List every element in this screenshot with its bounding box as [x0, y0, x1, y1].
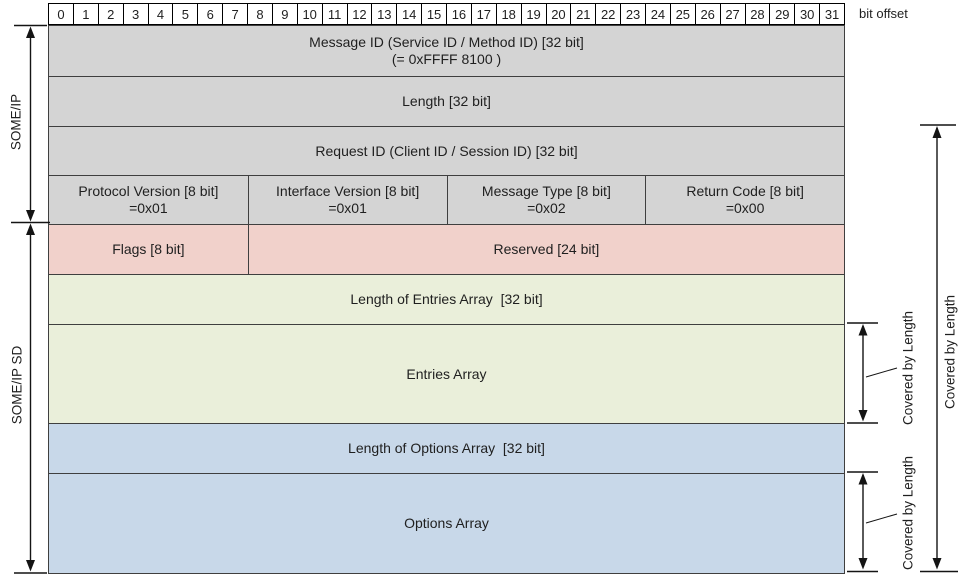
entries-array-length-label: Length of Entries Array [32 bit] [350, 291, 543, 307]
options-array-label: Options Array [404, 515, 489, 531]
bit-offset-cell: 3 [123, 3, 149, 25]
field-entries-array: Entries Array [49, 324, 844, 423]
field-interface-version: Interface Version [8 bit] =0x01 [247, 176, 447, 224]
bit-offset-cell: 10 [297, 3, 323, 25]
bit-offset-cell: 7 [223, 3, 248, 25]
bit-offset-cell: 16 [447, 3, 472, 25]
length-label: Length [32 bit] [402, 93, 491, 109]
bit-offset-cell: 8 [248, 3, 273, 25]
message-type-label: Message Type [8 bit] [481, 183, 611, 199]
message-type-value: =0x02 [527, 200, 566, 216]
bit-offset-cell: 15 [422, 3, 447, 25]
field-request-id: Request ID (Client ID / Session ID) [32 … [49, 126, 844, 175]
field-reserved: Reserved [24 bit] [247, 225, 844, 274]
covered-by-length-entries-arrow [847, 322, 898, 424]
message-id-label: Message ID (Service ID / Method ID) [32 … [309, 34, 584, 50]
flags-label: Flags [8 bit] [112, 241, 185, 257]
bit-offset-cell: 21 [571, 3, 597, 25]
covered-by-length-entries-label: Covered by Length [900, 310, 916, 426]
bit-offset-cell: 25 [670, 3, 696, 25]
field-protocol-version: Protocol Version [8 bit] =0x01 [49, 176, 248, 224]
protocol-version-value: =0x01 [129, 200, 168, 216]
bit-offset-cell: 5 [173, 3, 199, 25]
bit-offset-cell: 27 [720, 3, 746, 25]
message-id-value: (= 0xFFFF 8100 ) [391, 51, 502, 67]
covered-by-length-options-arrow [847, 471, 898, 573]
request-id-label: Request ID (Client ID / Session ID) [32 … [315, 142, 578, 159]
interface-version-value: =0x01 [328, 200, 367, 216]
field-version-row: Protocol Version [8 bit] =0x01 Interface… [49, 175, 844, 224]
bit-offset-cell: 19 [521, 3, 547, 25]
bit-offset-cell: 6 [198, 3, 224, 25]
bit-offset-cell: 1 [73, 3, 99, 25]
bit-offset-cell: 17 [471, 3, 497, 25]
field-message-id: Message ID (Service ID / Method ID) [32 … [49, 26, 844, 76]
bit-offset-cell: 13 [372, 3, 398, 25]
options-array-length-label: Length of Options Array [32 bit] [348, 440, 545, 456]
bit-offset-cell: 31 [820, 3, 845, 25]
field-flags: Flags [8 bit] [49, 225, 248, 274]
field-entries-array-length: Length of Entries Array [32 bit] [49, 274, 844, 324]
bit-offset-cell: 12 [347, 3, 373, 25]
bit-offset-cell: 20 [546, 3, 572, 25]
bit-offset-cell: 26 [695, 3, 721, 25]
interface-version-label: Interface Version [8 bit] [276, 183, 420, 199]
bit-offset-cell: 23 [621, 3, 646, 25]
bit-offset-cell: 9 [272, 3, 298, 25]
bit-offset-cell: 30 [795, 3, 821, 25]
someip-section-label: SOME/IP [8, 93, 24, 151]
reserved-label: Reserved [24 bit] [493, 241, 600, 257]
field-return-code: Return Code [8 bit] =0x00 [645, 176, 844, 224]
return-code-value: =0x00 [725, 200, 765, 216]
field-options-array: Options Array [49, 473, 844, 573]
field-length: Length [32 bit] [49, 76, 844, 126]
bit-offset-cell: 28 [745, 3, 771, 25]
bit-offset-cell: 2 [98, 3, 124, 25]
bit-offset-cell: 0 [48, 3, 74, 25]
bit-offset-cell: 22 [596, 3, 622, 25]
bit-offset-cell: 11 [322, 3, 348, 25]
field-message-type: Message Type [8 bit] =0x02 [446, 176, 646, 224]
field-options-array-length: Length of Options Array [32 bit] [49, 423, 844, 473]
packet-table: Message ID (Service ID / Method ID) [32 … [48, 25, 845, 574]
bit-offset-cell: 24 [646, 3, 671, 25]
covered-by-length-total-label: Covered by Length [942, 294, 958, 410]
return-code-label: Return Code [8 bit] [686, 183, 804, 199]
bit-offset-cell: 4 [148, 3, 174, 25]
field-flags-row: Flags [8 bit] Reserved [24 bit] [49, 224, 844, 274]
covered-by-length-options-label: Covered by Length [900, 455, 916, 571]
someip-sd-section-label: SOME/IP SD [9, 345, 25, 425]
entries-array-label: Entries Array [406, 365, 487, 382]
bit-offset-cell: 29 [770, 3, 796, 25]
protocol-version-label: Protocol Version [8 bit] [78, 183, 219, 199]
bit-offset-cell: 18 [496, 3, 522, 25]
bit-offset-label: bit offset [859, 6, 908, 21]
bit-offset-cell: 14 [397, 3, 423, 25]
